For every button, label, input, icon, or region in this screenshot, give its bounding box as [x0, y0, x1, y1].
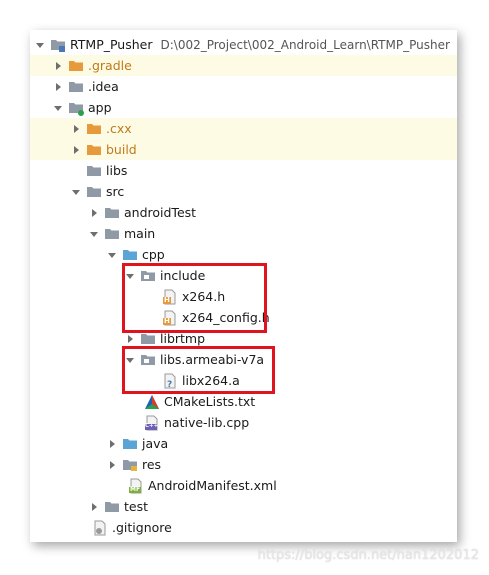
highlight-box-libs-armeabi [122, 346, 275, 394]
tree-row-libx264-a[interactable]: ? libx264.a [30, 370, 457, 391]
folder-icon [86, 142, 102, 158]
folder-icon [86, 184, 102, 200]
svg-text:?: ? [167, 380, 172, 389]
tree-label: cpp [142, 247, 165, 262]
tree-label: res [142, 457, 162, 472]
tree-row-libs-armeabi[interactable]: libs.armeabi-v7a [30, 349, 457, 370]
chevron-right-icon[interactable] [70, 118, 82, 139]
header-badge: H [164, 295, 170, 304]
manifest-badge: MF [130, 485, 141, 493]
folder-icon [68, 79, 84, 95]
tree-label: .idea [88, 79, 119, 94]
tree-label: CMakeLists.txt [164, 394, 256, 409]
cpp-badge: C++ [145, 422, 159, 429]
chevron-down-icon[interactable] [34, 34, 46, 55]
tree-row-project[interactable]: RTMP_Pusher D:\002_Project\002_Android_L… [30, 34, 457, 55]
folder-icon [104, 499, 120, 515]
tree-label: libs [106, 163, 128, 178]
chevron-right-icon[interactable] [88, 202, 100, 223]
tree-row-main[interactable]: main [30, 223, 457, 244]
tree-label: .gitignore [112, 520, 172, 535]
source-folder-icon [122, 247, 138, 263]
project-folder-icon [50, 37, 66, 53]
watermark: https://blog.csdn.net/han1202012 [257, 548, 479, 563]
chevron-down-icon[interactable] [70, 181, 82, 202]
tree-row-res[interactable]: res [30, 454, 457, 475]
tree-label: AndroidManifest.xml [148, 478, 277, 493]
chevron-right-icon[interactable] [124, 328, 136, 349]
tree-label: native-lib.cpp [164, 415, 250, 430]
tree-label: androidTest [124, 205, 197, 220]
tree-row-x264-h[interactable]: H x264.h [30, 286, 457, 307]
tree-label: app [88, 100, 112, 115]
chevron-right-icon[interactable] [52, 55, 64, 76]
tree-label: x264.h [182, 289, 226, 304]
tree-row-gradle[interactable]: .gradle [30, 55, 457, 76]
header-file-icon: H [162, 310, 178, 326]
tree-label: include [160, 268, 206, 283]
tree-row-app[interactable]: app [30, 97, 457, 118]
tree-label: src [106, 184, 125, 199]
folder-icon [104, 205, 120, 221]
tree-label: test [124, 499, 149, 514]
manifest-file-icon: MF [128, 478, 144, 494]
tree-row-java[interactable]: java [30, 433, 457, 454]
tree-row-include[interactable]: include [30, 265, 457, 286]
tree-row-gitignore[interactable]: .gitignore [30, 517, 457, 538]
folder-icon [104, 226, 120, 242]
folder-icon [86, 163, 102, 179]
cpp-file-icon: C++ [144, 415, 160, 431]
unknown-file-icon: ? [162, 373, 178, 389]
tree-row-librtmp[interactable]: librtmp [30, 328, 457, 349]
folder-icon [86, 121, 102, 137]
project-name: RTMP_Pusher [70, 37, 153, 52]
chevron-right-icon[interactable] [106, 433, 118, 454]
chevron-right-icon[interactable] [70, 139, 82, 160]
tree-label: .cxx [106, 121, 132, 136]
tree-label: build [106, 142, 137, 157]
chevron-right-icon[interactable] [106, 454, 118, 475]
source-folder-icon [122, 436, 138, 452]
chevron-down-icon[interactable] [88, 223, 100, 244]
gitignore-file-icon [92, 520, 108, 536]
package-folder-icon [140, 331, 156, 347]
tree-row-cmakelists[interactable]: CMakeLists.txt [30, 391, 457, 412]
package-folder-icon [140, 352, 156, 368]
highlight-box-include [122, 263, 267, 333]
tree-row-manifest[interactable]: MF AndroidManifest.xml [30, 475, 457, 496]
tree-row-x264-config-h[interactable]: H x264_config.h [30, 307, 457, 328]
cmake-icon [144, 394, 160, 410]
chevron-right-icon[interactable] [88, 496, 100, 517]
tree-row-cxx[interactable]: .cxx [30, 118, 457, 139]
package-folder-icon [140, 268, 156, 284]
tree-label: main [124, 226, 156, 241]
module-folder-icon [68, 100, 84, 116]
project-tree-panel: RTMP_Pusher D:\002_Project\002_Android_L… [30, 30, 457, 542]
chevron-right-icon[interactable] [52, 76, 64, 97]
tree-row-idea[interactable]: .idea [30, 76, 457, 97]
folder-icon [68, 58, 84, 74]
tree-label: .gradle [88, 58, 132, 73]
tree-label: java [142, 436, 169, 451]
chevron-down-icon[interactable] [124, 265, 136, 286]
tree-label: libs.armeabi-v7a [160, 352, 265, 367]
chevron-down-icon[interactable] [106, 244, 118, 265]
tree-row-test[interactable]: test [30, 496, 457, 517]
tree-row-androidtest[interactable]: androidTest [30, 202, 457, 223]
resource-folder-icon [122, 457, 138, 473]
tree-label: librtmp [160, 331, 206, 346]
tree-row-libs[interactable]: libs [30, 160, 457, 181]
tree-row-build[interactable]: build [30, 139, 457, 160]
chevron-down-icon[interactable] [124, 349, 136, 370]
chevron-down-icon[interactable] [52, 97, 64, 118]
tree-label: x264_config.h [182, 310, 270, 325]
tree-row-cpp[interactable]: cpp [30, 244, 457, 265]
header-file-icon: H [162, 289, 178, 305]
tree-row-src[interactable]: src [30, 181, 457, 202]
header-badge: H [164, 316, 170, 325]
tree-label: libx264.a [182, 373, 240, 388]
project-path: D:\002_Project\002_Android_Learn\RTMP_Pu… [160, 37, 450, 52]
tree-row-native-lib[interactable]: C++ native-lib.cpp [30, 412, 457, 433]
